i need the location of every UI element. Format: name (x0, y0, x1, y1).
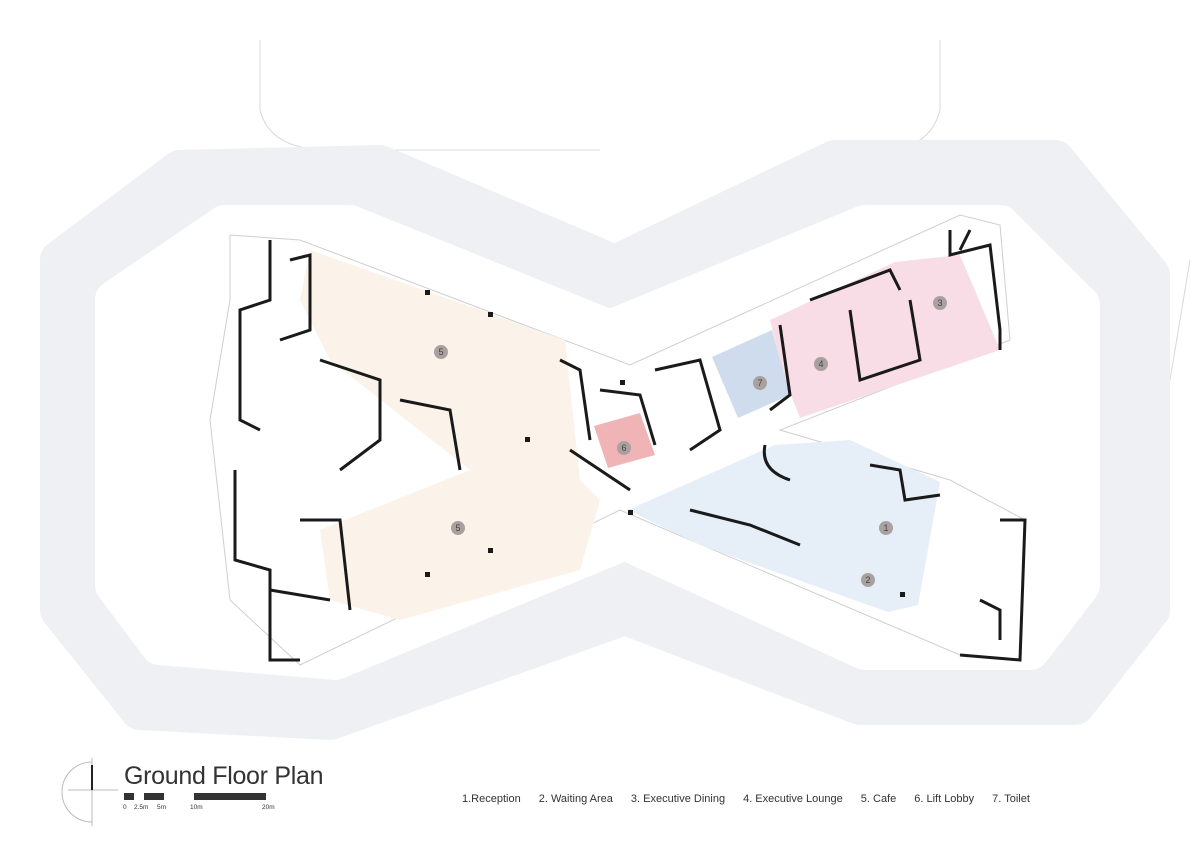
marker-executive-lounge: 4 (814, 357, 828, 371)
scale-label: 5m (157, 804, 167, 811)
svg-text:5: 5 (455, 523, 460, 533)
marker-toilet: 7 (753, 376, 767, 390)
legend-item: 7. Toilet (992, 793, 1030, 805)
svg-text:5: 5 (438, 347, 443, 357)
legend-item: 5. Cafe (860, 793, 897, 805)
walls (233, 229, 1027, 662)
svg-text:7: 7 (757, 378, 762, 388)
legend-item: 4. Executive Lounge (743, 793, 843, 805)
marker-reception: 1 (879, 521, 893, 535)
marker-lift-lobby: 6 (617, 441, 631, 455)
zone-reception (628, 440, 940, 612)
room-markers: 5 5 6 7 4 3 1 2 (434, 296, 947, 587)
plan-title: Ground Floor Plan (124, 762, 324, 790)
room-legend: 1.Reception 2. Waiting Area 3. Executive… (462, 793, 1030, 805)
svg-text:3: 3 (937, 298, 942, 308)
zone-lift-lobby (594, 413, 655, 468)
legend-item: 3. Executive Dining (630, 793, 726, 805)
north-arrow-icon (61, 758, 118, 826)
scale-bar (124, 793, 266, 800)
svg-text:6: 6 (621, 443, 626, 453)
scale-label: 10m (190, 804, 203, 811)
scale-label: 20m (262, 804, 275, 811)
marker-executive-dining: 3 (933, 296, 947, 310)
marker-waiting-area: 2 (861, 573, 875, 587)
legend-item: 6. Lift Lobby (914, 793, 975, 805)
scale-label: 0 (123, 804, 127, 811)
marker-cafe-south: 5 (451, 521, 465, 535)
legend-item: 2. Waiting Area (538, 793, 613, 805)
scale-label: 2.5m (134, 804, 149, 811)
columns (425, 290, 905, 597)
svg-text:2: 2 (865, 575, 870, 585)
svg-text:4: 4 (818, 359, 823, 369)
marker-cafe-north: 5 (434, 345, 448, 359)
zone-dining-lounge (770, 255, 1000, 418)
zone-toilet (712, 330, 790, 418)
legend-item: 1.Reception (462, 793, 521, 805)
zone-cafe-south (320, 470, 600, 620)
svg-text:1: 1 (883, 523, 888, 533)
